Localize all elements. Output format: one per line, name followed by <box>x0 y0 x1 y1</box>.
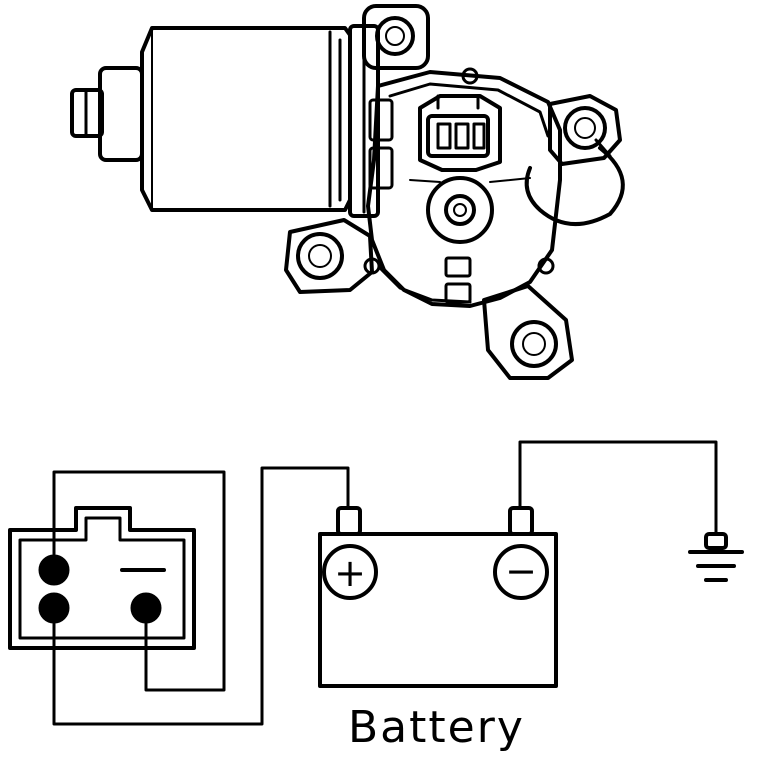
motor-end-cap <box>70 66 144 162</box>
gearbox-body <box>363 67 562 308</box>
battery-body <box>318 532 558 688</box>
ground-symbol <box>688 532 744 582</box>
left-mount-ear <box>284 218 374 294</box>
wire-loop-top-left-to-bottom-right <box>52 470 226 692</box>
battery-negative-symbol: − <box>505 549 537 593</box>
motor-connector <box>418 94 502 172</box>
motor-housing <box>140 26 352 212</box>
wires <box>52 440 718 726</box>
battery-positive-post <box>336 506 362 536</box>
battery-negative-post <box>508 506 534 536</box>
harness-connector <box>8 506 196 650</box>
battery-positive-symbol: + <box>334 551 366 595</box>
wiper-motor <box>70 4 625 380</box>
battery-label: Battery <box>348 702 525 753</box>
top-mount-boss <box>362 4 430 70</box>
battery-positive-terminal <box>322 544 378 600</box>
right-mount-ear <box>524 94 625 227</box>
wire-to-battery-positive <box>52 466 350 726</box>
battery-negative-terminal <box>493 544 549 600</box>
bottom-mount-ear <box>482 284 574 380</box>
battery: + − <box>318 506 558 688</box>
wire-battery-negative-to-ground <box>518 440 718 536</box>
